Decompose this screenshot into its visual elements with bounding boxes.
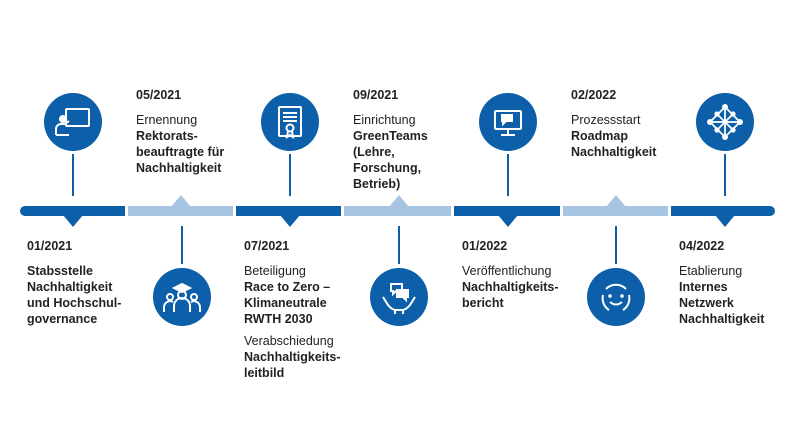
milestone-date: 02/2022 <box>571 88 617 102</box>
milestone-date: 01/2021 <box>27 239 73 253</box>
timeline-segment-2021-01 <box>20 206 125 216</box>
hands-speech-bubbles-icon <box>370 268 428 326</box>
monitor-chat-icon <box>479 93 537 151</box>
graduates-group-icon <box>153 268 211 326</box>
milestone-date: 04/2022 <box>679 239 725 253</box>
timeline-marker-down <box>63 215 83 227</box>
connector-line <box>507 154 509 196</box>
milestone-date: 07/2021 <box>244 239 290 253</box>
milestone-title: Nachhaltigkeits-bericht <box>462 280 559 310</box>
milestone-kind: Ernennung <box>136 113 198 127</box>
connector-line <box>181 226 183 264</box>
timeline-segment-2022-01 <box>454 206 560 216</box>
milestone-2022-04: 04/2022 Etablierung Internes Netzwerk Na… <box>679 238 784 327</box>
milestone-2021-07: 07/2021 Beteiligung Race to Zero – Klima… <box>244 238 349 381</box>
network-icon <box>696 93 754 151</box>
process-cycle-icon <box>587 268 645 326</box>
milestone-title: Race to Zero – Klimaneutrale RWTH 2030 <box>244 280 331 326</box>
timeline-marker-down <box>280 215 300 227</box>
timeline-marker-down <box>498 215 518 227</box>
timeline-marker-up <box>606 195 626 207</box>
milestone-kind: Beteiligung <box>244 264 306 278</box>
timeline-segment-2021-09 <box>344 206 451 216</box>
milestone-title: GreenTeams (Lehre, Forschung, Betrieb) <box>353 129 428 191</box>
connector-line <box>724 154 726 196</box>
milestone-2022-02: 02/2022 Prozessstart Roadmap Nachhaltigk… <box>571 87 671 160</box>
milestone-kind: Einrichtung <box>353 113 416 127</box>
milestone-title: Rektorats-beauftragte für Nachhaltigkeit <box>136 129 225 175</box>
milestone-title: Internes Netzwerk Nachhaltigkeit <box>679 280 765 326</box>
connector-line <box>72 154 74 196</box>
milestone-date: 01/2022 <box>462 239 508 253</box>
milestone-title: Stabsstelle Nachhaltigkeit und Hochschul… <box>27 264 122 326</box>
milestone-kind-2: Verabschiedung <box>244 334 334 348</box>
milestone-2021-01: 01/2021 Stabsstelle Nachhaltigkeit und H… <box>27 238 132 327</box>
certificate-icon <box>261 93 319 151</box>
timeline-segment-2021-05 <box>128 206 233 216</box>
timeline-segment-2021-07 <box>236 206 341 216</box>
milestone-title-2: Nachhaltigkeits-leitbild <box>244 350 341 380</box>
connector-line <box>289 154 291 196</box>
connector-line <box>398 226 400 264</box>
timeline-marker-up <box>171 195 191 207</box>
milestone-2021-05: 05/2021 Ernennung Rektorats-beauftragte … <box>136 87 246 176</box>
milestone-date: 05/2021 <box>136 88 182 102</box>
milestone-kind: Veröffentlichung <box>462 264 552 278</box>
milestone-2021-09: 09/2021 Einrichtung GreenTeams (Lehre, F… <box>353 87 453 192</box>
timeline-marker-down <box>715 215 735 227</box>
milestone-kind: Etablierung <box>679 264 743 278</box>
milestone-2022-01: 01/2022 Veröffentlichung Nachhaltigkeits… <box>462 238 567 311</box>
timeline-segment-2022-04 <box>671 206 775 216</box>
milestone-kind: Prozessstart <box>571 113 641 127</box>
presentation-screen-icon <box>44 93 102 151</box>
milestone-title: Roadmap Nachhaltigkeit <box>571 129 657 159</box>
milestone-date: 09/2021 <box>353 88 399 102</box>
connector-line <box>615 226 617 264</box>
timeline-marker-up <box>389 195 409 207</box>
timeline-segment-2022-02 <box>563 206 668 216</box>
